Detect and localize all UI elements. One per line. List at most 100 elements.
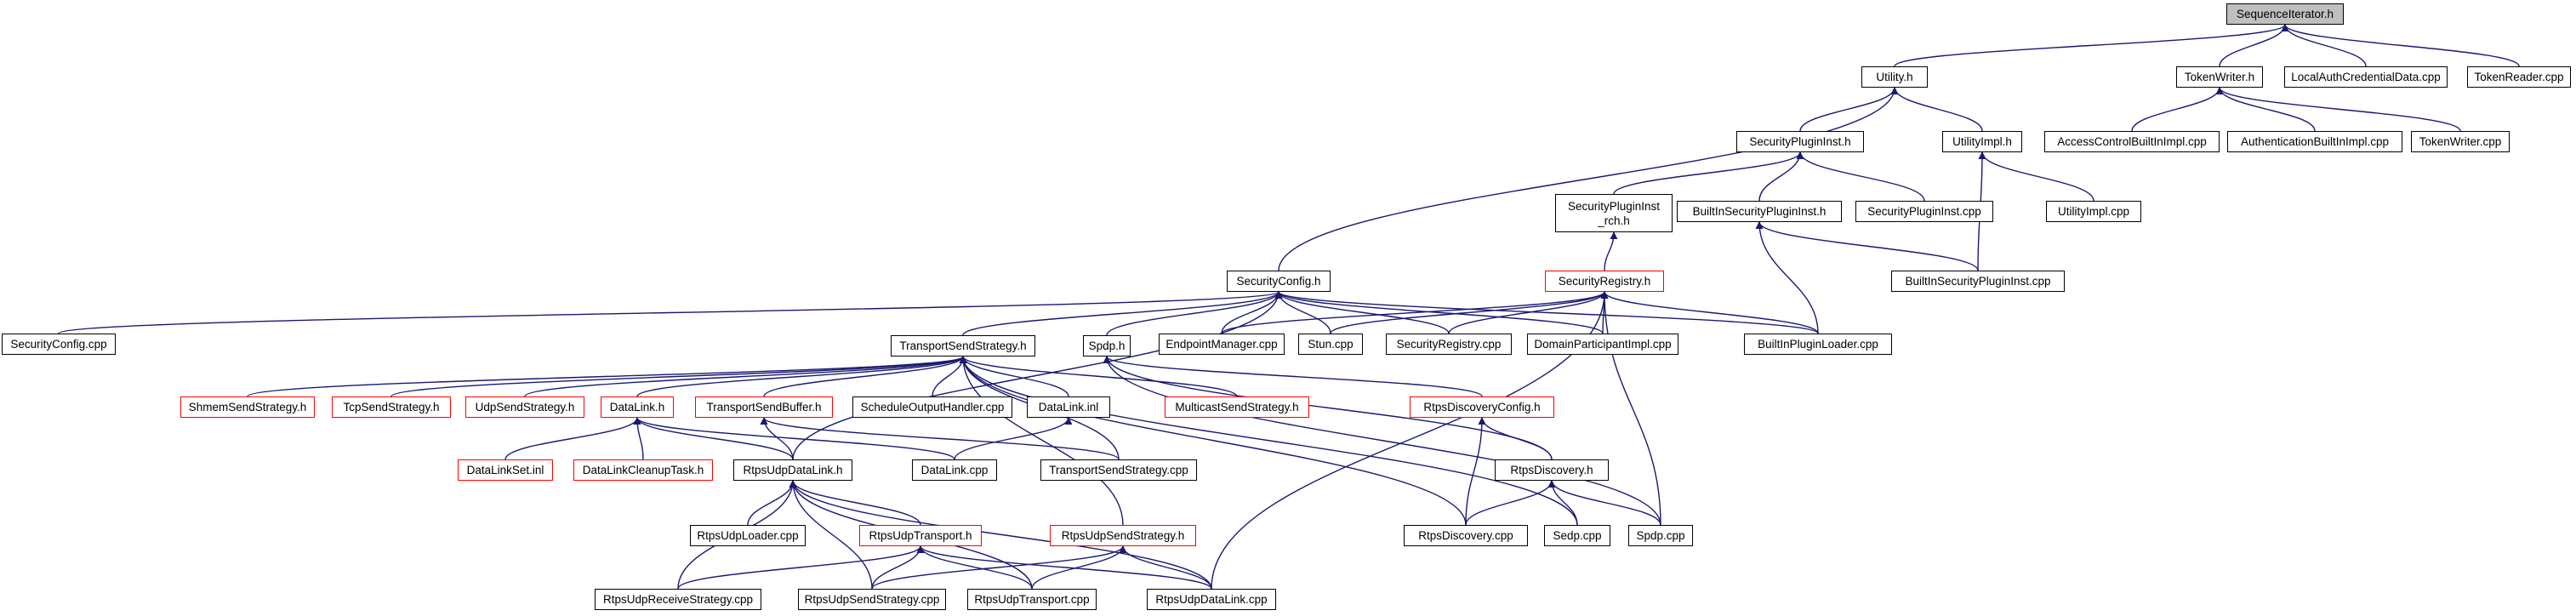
file-node-rtpsdiscoveryconfig[interactable]: RtpsDiscoveryConfig.h	[1410, 396, 1554, 418]
include-edge-builtinpluginloader-to-secconfig_h	[1274, 291, 1819, 334]
file-node-label: BuiltInSecurityPluginInst.cpp	[1905, 275, 2051, 288]
file-node-rtpsudploader[interactable]: RtpsUdpLoader.cpp	[690, 525, 806, 546]
file-node-spdp-cpp[interactable]: Spdp.cpp	[1628, 525, 1693, 546]
file-node-label: TokenWriter.h	[2184, 71, 2255, 83]
file-node-authbuiltin[interactable]: AuthenticationBuiltInImpl.cpp	[2227, 131, 2402, 152]
include-edge-spdp_cpp-to-secregistry_h	[1600, 291, 1661, 526]
file-node-secregistry-h[interactable]: SecurityRegistry.h	[1545, 271, 1664, 292]
file-node-rtpsudpdatalink-h[interactable]: RtpsUdpDataLink.h	[733, 459, 852, 481]
include-edge-spdp_h-to-secconfig_h	[1106, 291, 1283, 336]
file-node-rtpsudpsendstrategy-h[interactable]: RtpsUdpSendStrategy.h	[1050, 525, 1196, 546]
file-node-builtinsecplugininst-h[interactable]: BuiltInSecurityPluginInst.h	[1677, 201, 1842, 222]
file-node-localauth[interactable]: LocalAuthCredentialData.cpp	[2284, 66, 2448, 88]
include-edge-datalink_inl-to-transportsendstrategy_h	[959, 356, 1069, 397]
file-node-label: TokenReader.cpp	[2474, 71, 2564, 83]
file-node-tokenwriter-cpp[interactable]: TokenWriter.cpp	[2411, 131, 2510, 152]
file-node-label: RtpsDiscoveryConfig.h	[1423, 401, 1541, 414]
file-node-rtpsudpreceivestrategy[interactable]: RtpsUdpReceiveStrategy.cpp	[595, 589, 761, 610]
file-node-label: UtilityImpl.cpp	[2057, 205, 2130, 218]
file-node-label: SecurityPluginInst.cpp	[1867, 205, 1981, 218]
include-edge-rtpsudpsendstrategy_h-to-transportsendstrategy_h	[959, 356, 1124, 526]
file-node-label: SecurityPluginInst _rch.h	[1567, 199, 1661, 227]
include-edge-rtpsudpreceivestrategy-to-rtpsudptransport_h	[677, 545, 925, 590]
file-node-secplugininst-h[interactable]: SecurityPluginInst.h	[1736, 131, 1864, 152]
include-edge-shmemsendstrategy-to-transportsendstrategy_h	[247, 356, 967, 397]
include-edge-builtinpluginloader-to-builtinsecplugininst_h	[1755, 221, 1819, 334]
file-node-utilityimpl-h[interactable]: UtilityImpl.h	[1942, 131, 2022, 152]
file-node-secregistry-cpp[interactable]: SecurityRegistry.cpp	[1386, 334, 1512, 355]
include-edge-secplugininst_cpp-to-secplugininst_h	[1796, 151, 1925, 202]
include-edge-builtinpluginloader-to-secregistry_h	[1600, 291, 1819, 334]
file-node-secconfig-cpp[interactable]: SecurityConfig.cpp	[2, 334, 116, 355]
include-edge-builtinsecplugininst_cpp-to-builtinsecplugininst_h	[1755, 221, 1979, 271]
file-node-datalink-inl[interactable]: DataLink.inl	[1027, 396, 1110, 418]
file-node-shmemsendstrategy[interactable]: ShmemSendStrategy.h	[180, 396, 315, 418]
file-node-label: BuiltInPluginLoader.cpp	[1758, 338, 1878, 351]
file-node-transportsendbuffer[interactable]: TransportSendBuffer.h	[695, 396, 833, 418]
include-edge-stun-to-secregistry_h	[1330, 291, 1609, 334]
file-node-tokenwriter-h[interactable]: TokenWriter.h	[2176, 66, 2263, 88]
file-node-label: AccessControlBuiltInImpl.cpp	[2057, 135, 2207, 148]
file-node-spdp-h[interactable]: Spdp.h	[1083, 335, 1131, 356]
file-node-rtpsdiscovery-h[interactable]: RtpsDiscovery.h	[1495, 459, 1609, 481]
file-node-datalinkset[interactable]: DataLinkSet.inl	[458, 459, 553, 481]
file-node-label: DataLink.cpp	[920, 464, 989, 476]
include-edge-rtpsudpdatalink_h-to-datalink_h	[633, 417, 794, 460]
file-node-rtpsudpdatalink-cpp[interactable]: RtpsUdpDataLink.cpp	[1147, 589, 1276, 610]
file-node-rtpsdiscovery-cpp[interactable]: RtpsDiscovery.cpp	[1404, 525, 1528, 546]
file-node-label: TransportSendStrategy.cpp	[1049, 464, 1188, 476]
file-node-label: Stun.cpp	[1308, 338, 1354, 351]
file-node-multicastsendstrategy[interactable]: MulticastSendStrategy.h	[1165, 396, 1309, 418]
file-node-utilityimpl-cpp[interactable]: UtilityImpl.cpp	[2046, 201, 2141, 222]
file-node-label: RtpsUdpSendStrategy.cpp	[804, 593, 940, 606]
file-node-rtpsudptransport-h[interactable]: RtpsUdpTransport.h	[859, 525, 982, 546]
file-node-label: SequenceIterator.h	[2236, 8, 2334, 20]
include-edge-transportsendbuffer-to-transportsendstrategy_h	[763, 356, 967, 397]
file-node-secconfig-h[interactable]: SecurityConfig.h	[1227, 271, 1331, 292]
file-node-accesscontrol[interactable]: AccessControlBuiltInImpl.cpp	[2044, 131, 2220, 152]
file-node-scheduleoutputhandler[interactable]: ScheduleOutputHandler.cpp	[852, 396, 1012, 418]
include-edge-transportsendstrategy_h-to-secconfig_h	[962, 291, 1283, 336]
file-node-builtinsecplugininst-cpp[interactable]: BuiltInSecurityPluginInst.cpp	[1891, 271, 2065, 292]
file-node-udpsendstrategy[interactable]: UdpSendStrategy.h	[465, 396, 584, 418]
file-node-label: SecurityRegistry.cpp	[1396, 338, 1502, 351]
file-node-tcpsendstrategy[interactable]: TcpSendStrategy.h	[332, 396, 451, 418]
file-node-label: MulticastSendStrategy.h	[1175, 401, 1299, 414]
include-edge-rtpsudploader-to-rtpsudpdatalink_h	[747, 480, 797, 526]
file-node-label: Sedp.cpp	[1553, 529, 1602, 542]
include-edge-rtpsdiscoveryconfig-to-spdp_h	[1103, 356, 1483, 397]
include-edge-transportsendstrategy_cpp-to-transportsendbuffer	[760, 417, 1120, 460]
include-edge-secregistry_h-to-secplugininst_rch	[1604, 231, 1618, 271]
file-node-endpointmanager[interactable]: EndpointManager.cpp	[1159, 334, 1285, 355]
file-node-label: EndpointManager.cpp	[1165, 338, 1278, 351]
file-node-domainparticipantimpl[interactable]: DomainParticipantImpl.cpp	[1527, 334, 1678, 355]
file-node-label: UtilityImpl.h	[1952, 135, 2012, 148]
file-node-datalink-h[interactable]: DataLink.h	[601, 396, 674, 418]
file-node-label: TokenWriter.cpp	[2419, 135, 2502, 148]
file-node-label: RtpsUdpSendStrategy.h	[1061, 529, 1185, 542]
file-node-secplugininst-rch[interactable]: SecurityPluginInst _rch.h	[1555, 194, 1673, 232]
file-node-label: TransportSendStrategy.h	[899, 339, 1027, 352]
file-node-label: Utility.h	[1876, 71, 1913, 83]
file-node-rtpsudptransport-cpp[interactable]: RtpsUdpTransport.cpp	[967, 589, 1097, 610]
file-node-datalinkcleanuptask[interactable]: DataLinkCleanupTask.h	[573, 459, 713, 481]
file-node-builtinpluginloader[interactable]: BuiltInPluginLoader.cpp	[1744, 334, 1892, 355]
file-node-tokenreader[interactable]: TokenReader.cpp	[2467, 66, 2571, 88]
include-edge-authbuiltin-to-tokenwriter_h	[2215, 87, 2316, 132]
file-node-stun[interactable]: Stun.cpp	[1298, 334, 1363, 355]
file-node-rtpsudpsendstrategy-cpp[interactable]: RtpsUdpSendStrategy.cpp	[798, 589, 946, 610]
file-node-utility[interactable]: Utility.h	[1861, 66, 1928, 88]
file-node-label: RtpsUdpTransport.h	[869, 529, 972, 542]
include-edge-datalink_h-to-transportsendstrategy_h	[636, 356, 967, 397]
file-node-sedp[interactable]: Sedp.cpp	[1544, 525, 1610, 546]
file-node-secplugininst-cpp[interactable]: SecurityPluginInst.cpp	[1855, 201, 1993, 222]
file-node-datalink-cpp[interactable]: DataLink.cpp	[912, 459, 997, 481]
include-edge-utilityimpl_h-to-utility	[1890, 87, 1983, 132]
include-edge-rtpsudpsendstrategy_cpp-to-rtpsudpsendstrategy_h	[871, 545, 1127, 590]
file-node-transportsendstrategy-cpp[interactable]: TransportSendStrategy.cpp	[1040, 459, 1197, 481]
include-edge-secregistry_cpp-to-secregistry_h	[1448, 291, 1609, 334]
file-node-transportsendstrategy-h[interactable]: TransportSendStrategy.h	[891, 335, 1035, 356]
include-edge-rtpsudptransport_cpp-to-rtpsudpsendstrategy_h	[1031, 545, 1127, 590]
file-node-label: RtpsDiscovery.cpp	[1418, 529, 1513, 542]
